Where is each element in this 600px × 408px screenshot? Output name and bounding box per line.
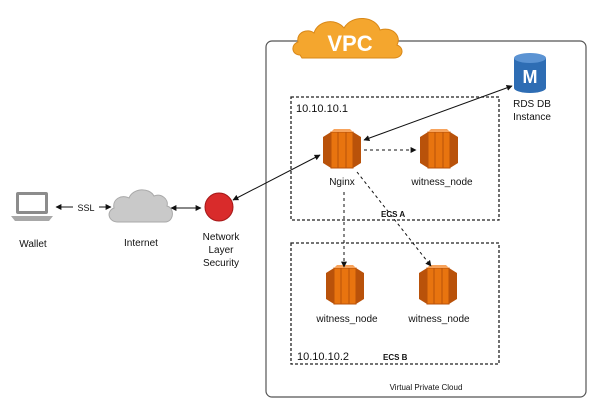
ecs-a-label: ECS A xyxy=(381,210,405,219)
ec2-instance-icon xyxy=(419,128,459,169)
vpc-boundary xyxy=(265,40,587,398)
ecs-b-ip: 10.10.10.2 xyxy=(297,351,349,363)
vpc-caption: Virtual Private Cloud xyxy=(390,383,463,392)
security-label-line3: Security xyxy=(203,258,239,269)
security-label-line1: Network xyxy=(203,232,241,243)
ecs-a-ip: 10.10.10.1 xyxy=(296,103,348,115)
ec2-instance-icon xyxy=(322,128,362,169)
vpc-title: VPC xyxy=(327,31,372,56)
internet-label: Internet xyxy=(124,238,158,249)
database-icon xyxy=(514,53,546,93)
ec2-instance-icon xyxy=(325,264,365,305)
ecs-b-label: ECS B xyxy=(383,353,408,362)
security-label-line2: Layer xyxy=(208,245,234,256)
ecs-b-witness-label-1: witness_node xyxy=(315,314,378,325)
vpc-cloud-icon xyxy=(292,18,403,59)
red-circle-icon xyxy=(204,192,234,222)
wallet-label: Wallet xyxy=(19,239,47,250)
ecs-a-witness-label: witness_node xyxy=(410,177,473,188)
ec2-instance-icon xyxy=(418,264,458,305)
ecs-a-box xyxy=(290,96,500,221)
security-nginx-link xyxy=(232,154,321,201)
nginx-label: Nginx xyxy=(329,177,355,188)
nginx-rds-link xyxy=(363,85,513,141)
rds-label-line1: RDS DB xyxy=(513,99,551,110)
ssl-label: SSL xyxy=(77,203,94,213)
cloud-icon xyxy=(108,189,173,223)
rds-label-line2: Instance xyxy=(513,112,551,123)
rds-letter: M xyxy=(523,67,538,87)
ecs-b-box xyxy=(290,242,500,365)
laptop-icon xyxy=(11,192,53,221)
nginx-witness-b2-link xyxy=(356,171,432,267)
ecs-b-witness-label-2: witness_node xyxy=(407,314,470,325)
